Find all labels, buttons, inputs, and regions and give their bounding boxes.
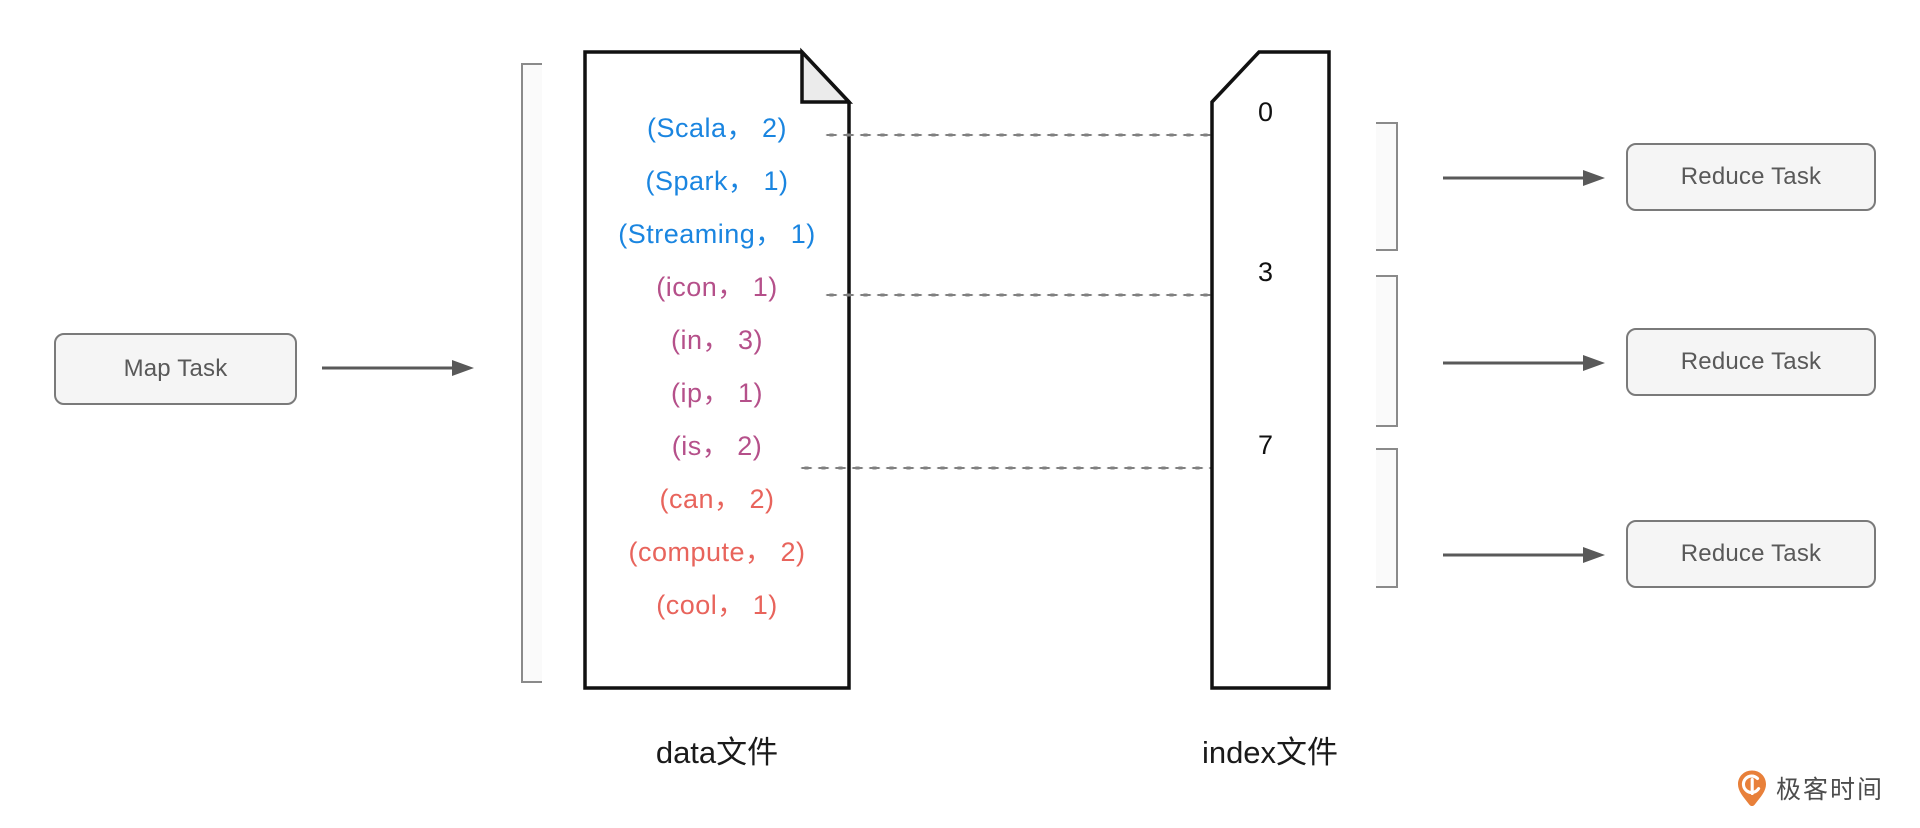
reduce-task-box-1: Reduce Task	[1626, 143, 1876, 211]
index-offset-value: 3	[1258, 257, 1274, 287]
partition-bracket-2	[1376, 275, 1398, 427]
data-file-shape-icon	[583, 47, 854, 690]
watermark: 极客时间	[1737, 770, 1884, 806]
geektime-logo-icon	[1738, 770, 1766, 806]
reduce-task-box-3: Reduce Task	[1626, 520, 1876, 588]
watermark-text: 极客时间	[1776, 776, 1885, 804]
dotted-connector-offset-7	[798, 466, 1248, 470]
arrow-to-reduce-task-1-icon	[1443, 168, 1605, 188]
index-offset-value: 7	[1258, 430, 1274, 460]
arrow-to-reduce-task-3-icon	[1443, 545, 1605, 565]
partition-bracket-3	[1376, 448, 1398, 588]
map-task-box: Map Task	[54, 333, 297, 405]
index-file-caption: index文件	[1201, 735, 1339, 770]
arrow-to-reduce-task-2-icon	[1443, 353, 1605, 373]
reduce-task-box-2: Reduce Task	[1626, 328, 1876, 396]
partition-bracket-1	[1376, 122, 1398, 251]
data-file-span-bracket	[521, 63, 542, 683]
index-offset-value: 0	[1258, 97, 1274, 127]
index-file-shape-icon	[1210, 50, 1331, 690]
arrow-map-to-data-icon	[322, 358, 474, 378]
data-file-caption: data文件	[655, 735, 779, 770]
dotted-connector-offset-0	[823, 133, 1248, 137]
dotted-connector-offset-3	[823, 293, 1248, 297]
